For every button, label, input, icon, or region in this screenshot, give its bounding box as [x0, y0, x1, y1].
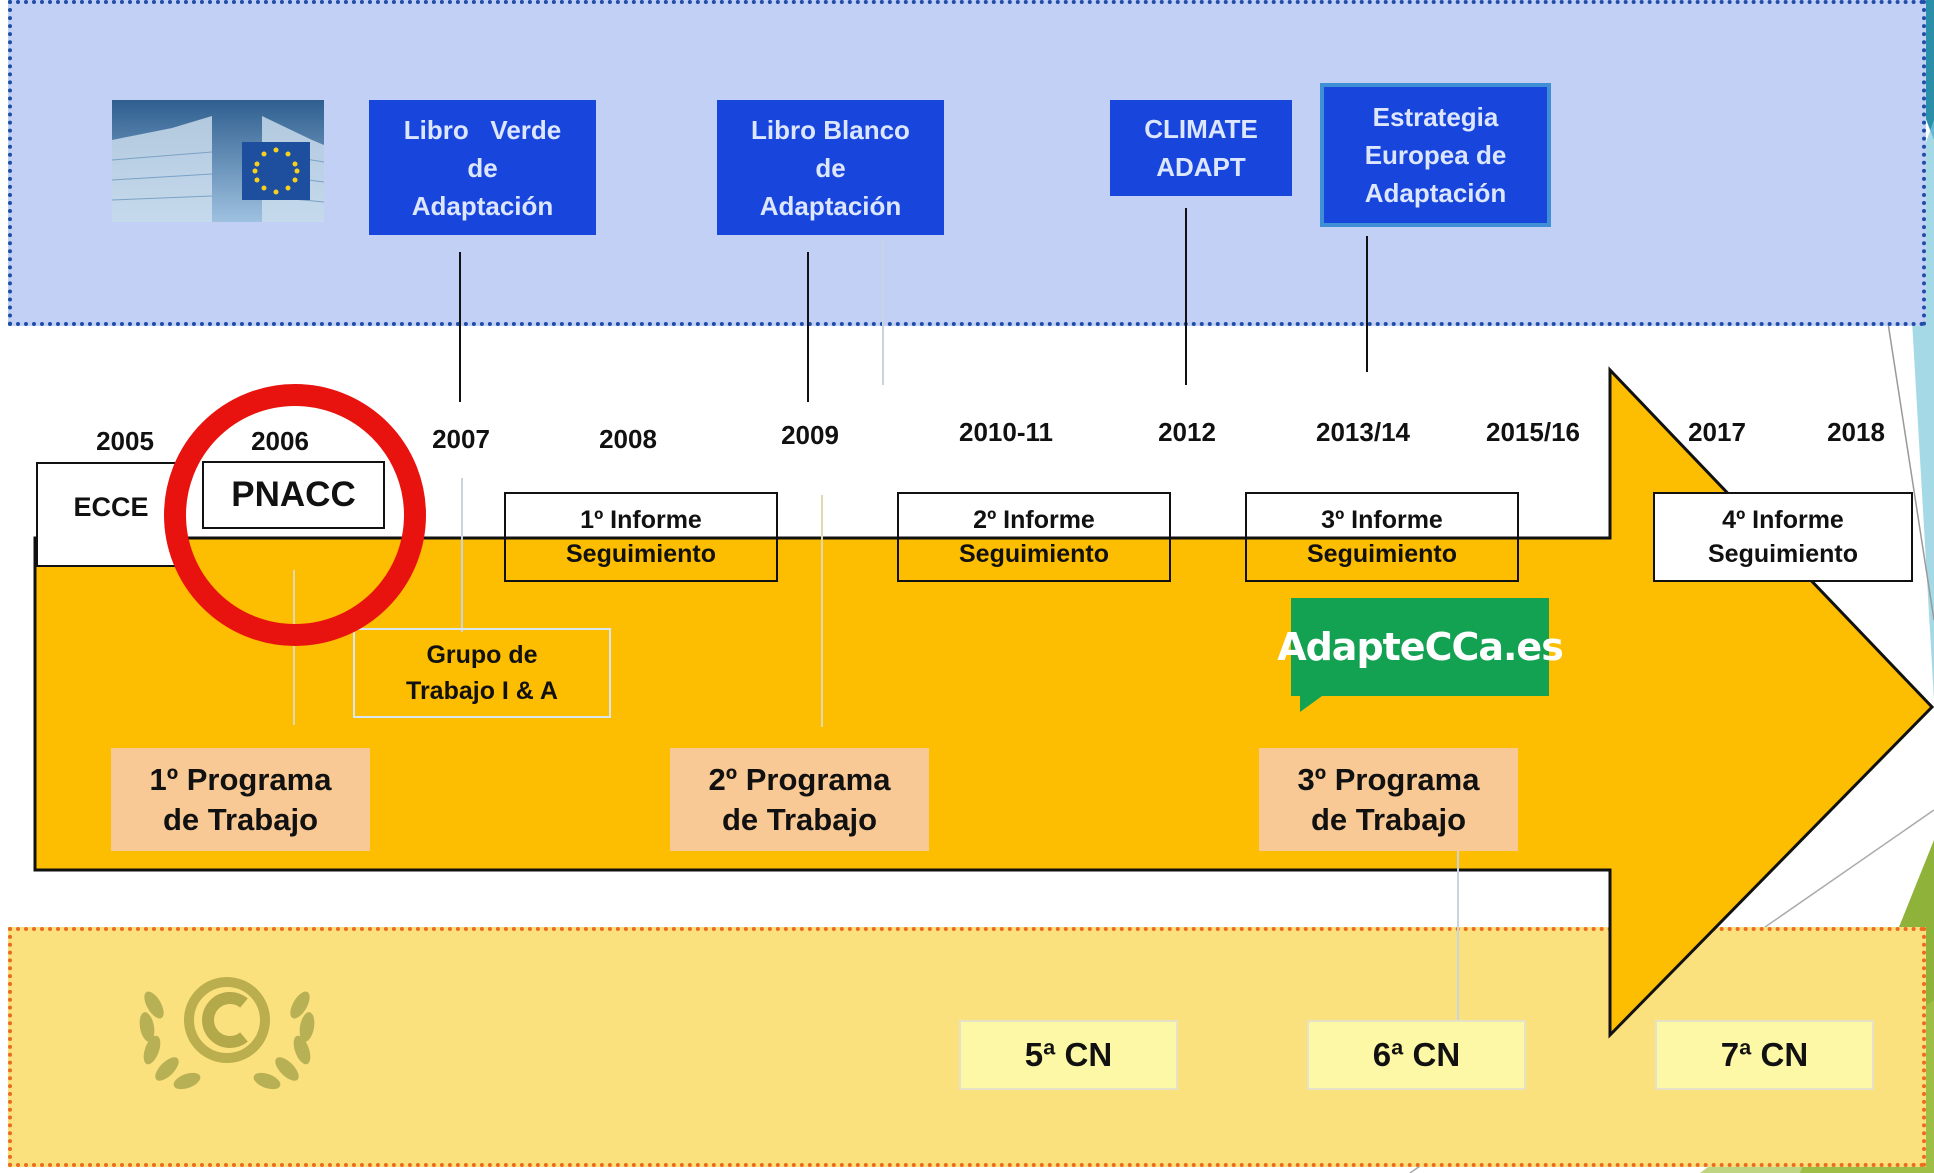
- year-2010-11: 2010-11: [959, 417, 1053, 447]
- doc-estrategia-line-2: Europea de: [1364, 140, 1507, 170]
- informe-3-line-2: Seguimiento: [1306, 540, 1457, 568]
- informe-1: 1º Informe Seguimiento: [504, 492, 778, 582]
- year-2005: 2005: [96, 426, 154, 456]
- year-2015-16: 2015/16: [1486, 417, 1580, 447]
- pnacc-box: PNACC: [202, 461, 385, 529]
- programa-3: 3º Programa de Trabajo: [1259, 748, 1518, 851]
- year-2012: 2012: [1158, 417, 1216, 447]
- informe-4: 4º Informe Seguimiento: [1653, 492, 1913, 582]
- informe-2: 2º Informe Seguimiento: [897, 492, 1171, 582]
- informe-2-line-1: 2º Informe: [973, 506, 1095, 534]
- eu-commission-building-icon: [111, 100, 325, 222]
- informe-3: 3º Informe Seguimiento: [1245, 492, 1519, 582]
- adaptecca-logo-text: AdapteCCa.es: [1277, 625, 1564, 669]
- year-2008: 2008: [599, 424, 657, 454]
- programa-2-line-2: de Trabajo: [721, 801, 878, 837]
- eu-band: [8, 0, 1926, 326]
- cn-7-label: 7ª CN: [1720, 1036, 1809, 1073]
- informe-1-line-2: Seguimiento: [565, 540, 716, 568]
- doc-libro-verde-line-3: Adaptación: [411, 190, 554, 221]
- programa-1-line-1: 1º Programa: [149, 761, 332, 797]
- cn-6: 6ª CN: [1307, 1020, 1526, 1090]
- doc-libro-blanco: Libro Blanco de Adaptación: [717, 100, 944, 235]
- grupo-line-1: Grupo de: [426, 641, 538, 669]
- grupo-trabajo-box: Grupo de Trabajo I & A: [353, 628, 611, 718]
- year-2009: 2009: [781, 420, 839, 450]
- doc-libro-blanco-line-3: Adaptación: [759, 190, 902, 221]
- doc-libro-verde-line-2: de: [467, 152, 498, 183]
- programa-1: 1º Programa de Trabajo: [111, 748, 370, 851]
- programa-1-line-2: de Trabajo: [162, 801, 319, 837]
- grupo-line-2: Trabajo I & A: [406, 677, 558, 705]
- informe-3-line-1: 3º Informe: [1321, 506, 1443, 534]
- year-2007: 2007: [432, 424, 490, 454]
- doc-libro-blanco-line-2: de: [815, 152, 846, 183]
- year-2018: 2018: [1827, 417, 1885, 447]
- cn-7: 7ª CN: [1655, 1020, 1874, 1090]
- programa-2: 2º Programa de Trabajo: [670, 748, 929, 851]
- doc-climate-adapt-line-2: ADAPT: [1156, 152, 1246, 182]
- cn-6-label: 6ª CN: [1372, 1036, 1461, 1073]
- doc-estrategia-europea: Estrategia Europea de Adaptación: [1320, 83, 1551, 227]
- doc-estrategia-line-3: Adaptación: [1364, 178, 1507, 208]
- informe-4-line-2: Seguimiento: [1707, 540, 1858, 568]
- informe-2-line-2: Seguimiento: [958, 540, 1109, 568]
- informe-1-line-1: 1º Informe: [580, 506, 702, 534]
- adaptecca-logo: AdapteCCa.es: [1277, 598, 1564, 696]
- cn-5-label: 5ª CN: [1024, 1036, 1113, 1073]
- doc-libro-blanco-line-1: Libro Blanco: [751, 114, 910, 145]
- doc-climate-adapt-line-1: CLIMATE: [1144, 114, 1258, 144]
- year-2013-14: 2013/14: [1316, 417, 1410, 447]
- ecce-label: ECCE: [73, 492, 149, 522]
- cn-5: 5ª CN: [959, 1020, 1178, 1090]
- doc-libro-verde-line-1: Libro Verde: [403, 114, 562, 145]
- year-2017: 2017: [1688, 417, 1746, 447]
- programa-3-line-2: de Trabajo: [1310, 801, 1467, 837]
- informe-4-line-1: 4º Informe: [1722, 506, 1844, 534]
- red-highlight-ring: [164, 384, 426, 646]
- ecce-box: ECCE: [36, 462, 186, 567]
- doc-libro-verde: Libro Verde de Adaptación: [369, 100, 596, 235]
- programa-2-line-1: 2º Programa: [708, 761, 891, 797]
- year-2006: 2006: [251, 426, 309, 456]
- doc-estrategia-line-1: Estrategia: [1372, 102, 1499, 132]
- doc-climate-adapt: CLIMATE ADAPT: [1110, 100, 1292, 196]
- programa-3-line-1: 3º Programa: [1297, 761, 1480, 797]
- unfccc-laurel-icon: [132, 955, 322, 1090]
- pnacc-label: PNACC: [231, 475, 356, 514]
